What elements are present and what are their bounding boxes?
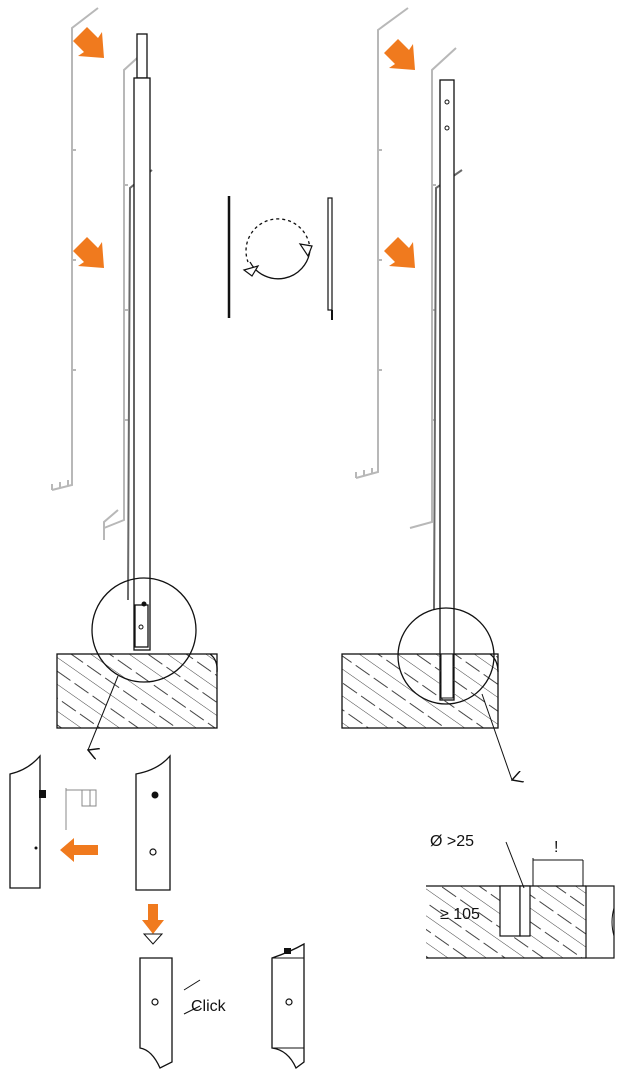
detail-circle-right (397, 607, 495, 705)
down-right-arrow-icon (384, 39, 415, 70)
rotate-icon (245, 218, 311, 263)
ghost-frame-left-1 (51, 7, 99, 491)
left-arrow-icon (60, 838, 98, 862)
ground-slab-left (56, 653, 218, 729)
detail-circle-left (91, 577, 197, 683)
down-arrow-icon (142, 904, 164, 934)
hole-depth-label: ≥ 105 (440, 906, 480, 923)
post-in-hole (519, 885, 531, 937)
down-right-arrow-icon (384, 237, 415, 268)
detail-step-3: Click (139, 957, 227, 1069)
hole-diameter-label: Ø >25 (430, 833, 474, 850)
ghost-frame-left-2 (103, 49, 147, 529)
detail-step-2 (135, 754, 171, 945)
post-left-top (136, 33, 148, 79)
hole-detail: Ø >25 ≥ 105 ! (426, 833, 615, 959)
ghost-frame-right-2 (409, 47, 457, 529)
ghost-frame-right-1 (355, 7, 409, 479)
detail-pointer-right (481, 693, 512, 780)
diameter-leader (505, 841, 525, 889)
right-assembly (341, 7, 512, 780)
down-right-arrow-icon (73, 27, 104, 58)
post-left-clip (134, 604, 149, 648)
post-right (439, 79, 455, 701)
post-left (133, 77, 151, 651)
clearance-mark: ! (554, 839, 558, 856)
left-assembly (51, 7, 218, 750)
click-label: Click (191, 998, 227, 1015)
drill-hole (499, 885, 521, 937)
down-right-arrow-icon (73, 237, 104, 268)
detail-step-4 (271, 942, 305, 1070)
detail-pointer-left (88, 675, 119, 750)
rotate-symbol (227, 196, 333, 320)
detail-step-1 (9, 754, 98, 889)
ground-slab-right (341, 653, 499, 729)
